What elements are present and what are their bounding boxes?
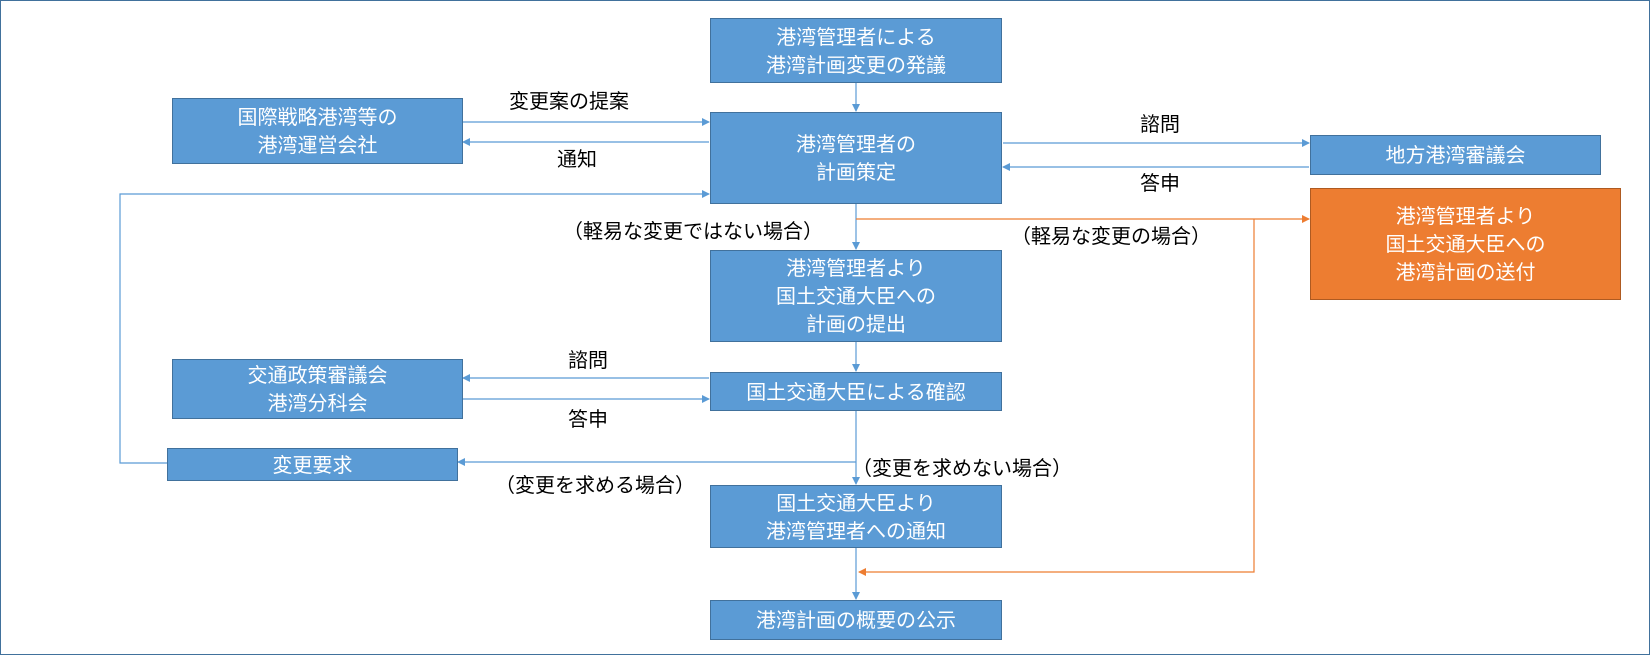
arrow-change-request-loop [119,190,710,464]
label-report-regional: 答申 [1140,171,1180,195]
node-publication: 港湾計画の概要の公示 [710,600,1002,640]
node-submit-to-minister: 港湾管理者より 国土交通大臣への 計画の提出 [710,250,1002,342]
label-change-proposal: 変更案の提案 [509,89,629,113]
label-inquiry-regional: 諮問 [1140,112,1180,136]
node-minister-notice: 国土交通大臣より 港湾管理者への通知 [710,485,1002,548]
label-change-required: （変更を求める場合） [495,473,695,497]
label-not-minor-change: （軽易な変更ではない場合） [563,219,823,243]
arrow-minor-change-to-notice [858,219,1255,576]
node-regional-council: 地方港湾審議会 [1310,135,1601,175]
label-no-change-required: （変更を求めない場合） [852,456,1072,480]
node-transport-council: 交通政策審議会 港湾分科会 [172,359,463,419]
label-notice: 通知 [557,147,597,171]
node-minister-confirmation: 国土交通大臣による確認 [710,372,1002,411]
label-report-transport: 答申 [568,407,608,431]
node-send-to-minister: 港湾管理者より 国土交通大臣への 港湾計画の送付 [1310,188,1621,300]
node-proposal-by-manager: 港湾管理者による 港湾計画変更の発議 [710,18,1002,83]
node-manager-planning: 港湾管理者の 計画策定 [710,112,1002,204]
label-inquiry-transport: 諮問 [568,348,608,372]
node-operating-company: 国際戦略港湾等の 港湾運営会社 [172,98,463,164]
node-change-request: 変更要求 [167,448,458,481]
label-minor-change: （軽易な変更の場合） [1011,224,1211,248]
